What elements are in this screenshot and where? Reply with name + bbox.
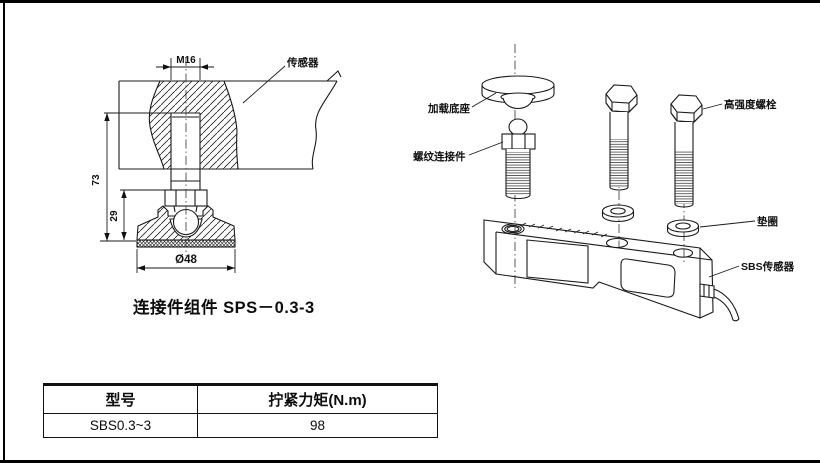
dim-29-label: 29 [109, 210, 120, 222]
torque-table-header-row: 型号 拧紧力矩(N.m) [43, 384, 438, 414]
loading-base [481, 75, 555, 110]
sbs-sensor-label: SBS传感器 [741, 260, 795, 273]
threaded-connector [501, 118, 536, 200]
load-cell-body [483, 219, 740, 322]
dim-m16-label: M16 [176, 55, 196, 66]
bolt-right [670, 94, 703, 208]
washer-middle [601, 204, 635, 223]
sensor-label: 传感器 [286, 56, 319, 69]
torque-table-cell-model: SBS0.3~3 [43, 413, 198, 438]
threaded-connector-label: 螺纹连接件 [413, 150, 466, 163]
sensor-block-section [118, 70, 342, 170]
drawing-caption: 连接件组件 SPS－0.3-3 [133, 299, 315, 317]
sensor-leader-line [242, 65, 286, 104]
dimensions [100, 58, 236, 273]
loading-base-label: 加载底座 [427, 102, 470, 115]
torque-table-header-torque: 拧紧力矩(N.m) [197, 384, 438, 414]
connector-assembly-drawing: M16 73 29 Ø48 传感器 [91, 55, 342, 273]
page-border-top [0, 0, 820, 3]
torque-table-data-row: SBS0.3~3 98 [43, 413, 438, 438]
bolt-middle [605, 84, 638, 191]
page-border-bottom [0, 460, 820, 463]
washer-label: 垫圈 [757, 215, 778, 228]
exploded-view-drawing: 加载底座 螺纹连接件 高强度螺栓 垫圈 SBS传感器 [413, 44, 795, 322]
page-border-left [3, 0, 5, 463]
leader-lines [468, 92, 756, 278]
torque-table-header-model: 型号 [43, 384, 198, 414]
washer-right [666, 219, 700, 238]
torque-table: 型号 拧紧力矩(N.m) SBS0.3~3 98 [43, 383, 438, 438]
dim-diameter-label: Ø48 [175, 254, 197, 266]
dim-73-label: 73 [91, 174, 102, 186]
torque-table-cell-torque: 98 [197, 413, 438, 438]
high-strength-bolt-label: 高强度螺栓 [724, 98, 777, 111]
